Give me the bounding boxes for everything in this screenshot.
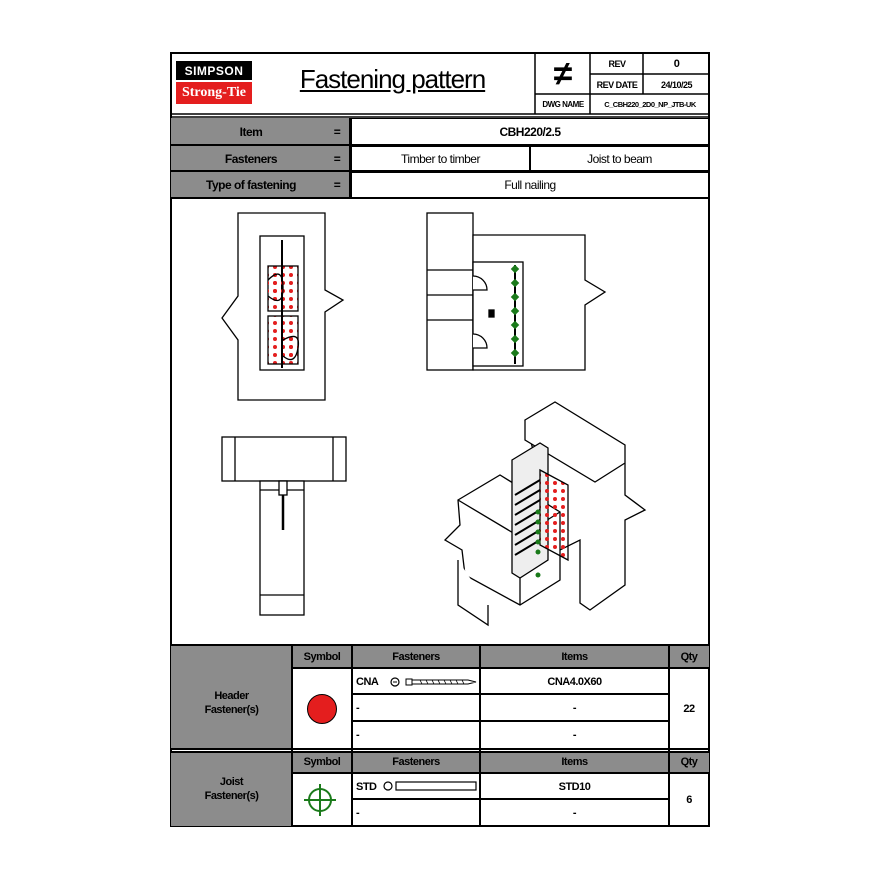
joist-row-2-fastener: -: [356, 807, 360, 819]
fasteners-label: Fasteners: [171, 146, 331, 171]
joist-col-qty: Qty: [680, 756, 698, 768]
joist-qty: 6: [686, 794, 692, 806]
header-row-3-item: -: [572, 729, 577, 741]
header-col-qty: Qty: [680, 651, 698, 663]
red-dot-icon: [307, 694, 337, 724]
crosshair-icon: [302, 782, 338, 818]
rev-label: REV: [608, 59, 626, 69]
joist-col-symbol: Symbol: [303, 756, 341, 768]
header-fasteners-group-label: Header Fastener(s): [204, 690, 259, 716]
drawing-frame: [170, 52, 710, 827]
header-row-1-item: CNA4.0X60: [547, 675, 602, 688]
header-qty: 22: [683, 702, 695, 715]
dwg-name-value: C_CBH220_2D0_NP_JTB-UK: [604, 100, 696, 109]
brand-logo-top: SIMPSON: [176, 61, 252, 80]
nail-icon: [382, 780, 478, 792]
brand-logo-bottom: Strong-Tie: [176, 82, 252, 104]
rev-value: 0: [673, 58, 680, 70]
header-row-2-fastener: -: [356, 702, 360, 714]
item-label: Item: [171, 118, 331, 145]
type-label: Type of fastening: [171, 172, 331, 198]
side-view-drawing: [426, 212, 607, 371]
joist-fasteners-group-label: Joist Fastener(s): [204, 775, 259, 802]
header-col-symbol: Symbol: [303, 651, 341, 663]
header-col-fasteners: Fasteners: [392, 651, 440, 663]
front-view-drawing: [221, 212, 345, 401]
isometric-view-drawing: [443, 401, 647, 627]
page-title: Fastening pattern: [299, 63, 486, 94]
item-eq: =: [324, 118, 350, 145]
joist-col-items: Items: [561, 756, 588, 768]
plan-view-drawing: [221, 436, 347, 616]
header-row-2-item: -: [572, 702, 577, 714]
joist-row-1-item: STD10: [558, 780, 591, 793]
joist-row-1-fastener: STD: [356, 780, 377, 793]
header-col-items: Items: [561, 651, 588, 663]
fasteners-eq: =: [324, 146, 350, 171]
rev-date-value: 24/10/25: [660, 79, 693, 90]
not-equal-icon: ≠: [553, 54, 573, 93]
screw-icon: [390, 676, 478, 688]
dwg-name-label: DWG NAME: [542, 100, 584, 109]
header-row-1-fastener: CNA: [356, 676, 379, 688]
joist-row-2-item: -: [572, 807, 577, 819]
joist-col-fasteners: Fasteners: [392, 756, 440, 768]
header-row-3-fastener: -: [356, 729, 360, 741]
rev-date-label: REV DATE: [596, 79, 638, 90]
type-eq: =: [324, 172, 350, 198]
